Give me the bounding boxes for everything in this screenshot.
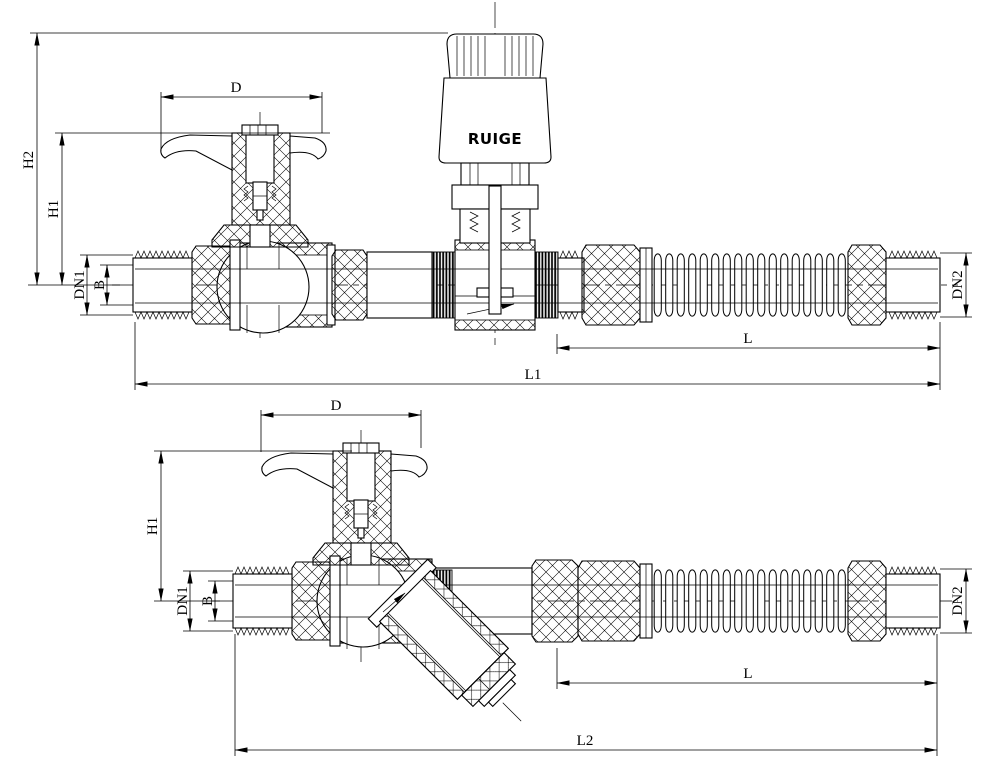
dim-label-d: D	[231, 80, 242, 96]
bottom-assembly: D H1 DN1 B DN2 L L2	[145, 398, 972, 756]
dim-label-d: D	[331, 398, 342, 414]
dim-label-b: B	[92, 280, 108, 290]
dim-label-h2: H2	[21, 151, 37, 169]
top-bore-lines	[135, 268, 938, 304]
top-connecting-pipe	[366, 251, 433, 319]
dim-label-dn1: DN1	[175, 586, 191, 615]
flexible-hose	[639, 560, 941, 642]
top-thread-zone-right	[534, 251, 559, 319]
brand-logo: RUIGE	[468, 130, 522, 148]
dim-label-l1: L1	[525, 367, 542, 383]
top-hose-nipple	[557, 244, 641, 326]
dim-label-b: B	[200, 596, 216, 606]
dim-label-dn2: DN2	[950, 586, 966, 615]
bottom-left-union-nut	[291, 555, 341, 647]
valve-cross-handle	[261, 442, 428, 566]
thermostatic-head: RUIGE	[438, 33, 552, 315]
bottom-hose-adapter	[577, 560, 641, 642]
top-thread-zone-left	[431, 251, 456, 319]
flow-arrow-icon	[382, 592, 406, 613]
dim-label-h1: H1	[145, 517, 161, 535]
bottom-union-nut	[531, 559, 579, 643]
bottom-left-threaded-end	[232, 566, 293, 636]
top-assembly: RUIGE D H2 H1 DN1 B	[21, 2, 972, 390]
valve-cross-handle	[160, 124, 327, 248]
top-left-threaded-end	[132, 250, 193, 320]
dim-label-dn2: DN2	[950, 270, 966, 299]
bottom-view-dimensions: D H1 DN1 B DN2 L L2	[145, 398, 972, 756]
dim-label-h1: H1	[46, 200, 62, 218]
dim-label-l2: L2	[577, 733, 594, 749]
flexible-hose	[639, 244, 941, 326]
top-middle-union	[326, 244, 368, 326]
hose-corrugations	[652, 250, 848, 320]
dim-label-l: L	[743, 331, 752, 347]
valve-spindle	[488, 185, 502, 315]
top-view-dimensions: D H2 H1 DN1 B DN2 L L1	[21, 32, 972, 390]
dim-label-dn1: DN1	[72, 270, 88, 299]
bottom-bore-lines	[235, 584, 938, 618]
top-left-union-nut	[191, 239, 241, 331]
dim-label-l: L	[743, 666, 752, 682]
